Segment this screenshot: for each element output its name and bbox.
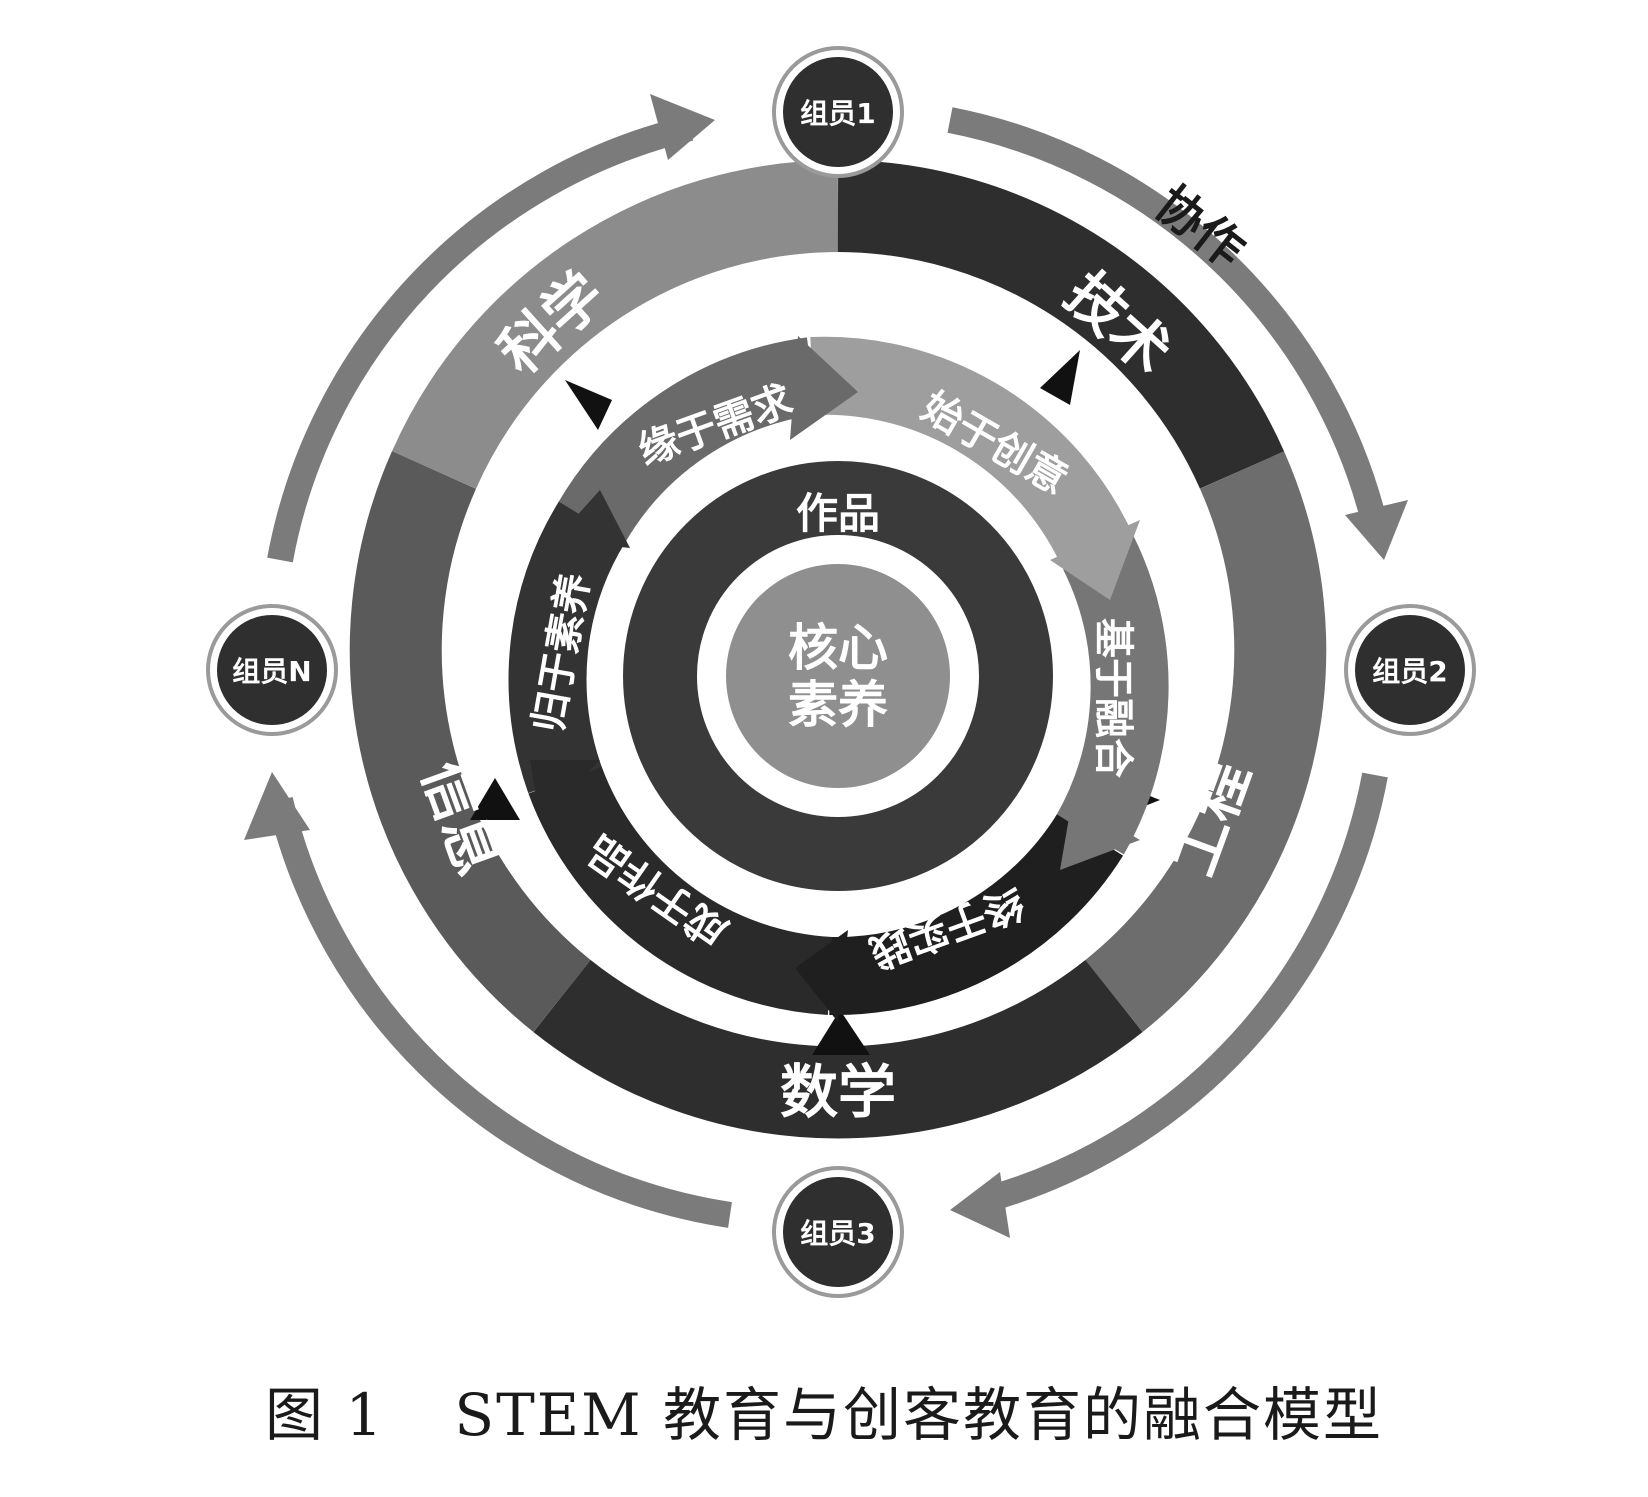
process-arrowheads	[530, 336, 1140, 1022]
outer-arrow-top-left	[267, 115, 694, 563]
outer-arrow-bottom-left	[267, 797, 732, 1228]
process-segment-need	[558, 337, 818, 543]
arrowhead-practice	[795, 930, 848, 1022]
stem-maker-fusion-diagram: 组员1 组员2 组员3 组员N 协作 科学 技术 工程 数学 信息 缘于需求 始…	[206, 46, 1476, 1298]
outer-arrow-head-bottom-left	[244, 772, 310, 840]
process-segment-literacy	[508, 501, 626, 794]
figure-title: STEM 教育与创客教育的融合模型	[454, 1381, 1383, 1449]
ring-segment-science	[391, 160, 839, 489]
ring-segment-engineering	[1085, 451, 1327, 1032]
arrowhead-idea	[1050, 520, 1140, 600]
pointer-math	[812, 1010, 870, 1055]
ring-segment-technology	[837, 160, 1285, 489]
discipline-ring	[349, 160, 1327, 1139]
label-math: 数学	[780, 1058, 896, 1126]
arrowhead-fusion	[1060, 800, 1140, 870]
member-label-2: 组员2	[1372, 655, 1447, 688]
core-line-1: 核心	[788, 619, 888, 677]
figure-number: 图 1	[265, 1381, 385, 1449]
process-segment-work	[528, 765, 833, 1015]
arrowhead-literacy	[555, 490, 630, 548]
member-label-3: 组员3	[800, 1217, 875, 1250]
process-segment-idea	[810, 336, 1134, 569]
core-line-2: 素养	[788, 676, 888, 734]
member-label-n: 组员N	[232, 655, 311, 688]
member-nodes: 组员1 组员2 组员3 组员N	[206, 46, 1476, 1298]
outer-arrow-bottom-right	[981, 772, 1388, 1213]
pointer-technology	[1040, 350, 1080, 405]
process-segment-practice	[829, 813, 1124, 1016]
outer-arrow-top-right	[947, 107, 1388, 529]
inner-dark-ring	[623, 461, 1053, 891]
arrowhead-need	[790, 336, 858, 440]
member-node-2: 组员2	[1344, 604, 1476, 736]
member-node-3: 组员3	[772, 1166, 904, 1298]
outer-arrow-head-top-left	[650, 94, 715, 160]
process-ring	[508, 336, 1169, 1016]
member-label-1: 组员1	[800, 97, 875, 130]
member-node-1: 组员1	[772, 46, 904, 178]
pointer-science	[565, 380, 612, 430]
outer-arrow-head-top-right	[1345, 500, 1408, 560]
outer-arrow-head-bottom-right	[950, 1172, 1010, 1238]
outer-arrows	[244, 94, 1408, 1238]
figure-caption: 图 1 STEM 教育与创客教育的融合模型	[0, 1368, 1648, 1452]
inner-label: 作品	[796, 489, 880, 538]
label-fusion: 基于融合	[1090, 618, 1136, 778]
member-node-n: 组员N	[206, 604, 338, 736]
arrowhead-work	[530, 760, 600, 820]
ring-segment-info	[349, 451, 591, 1032]
ring-segment-math	[533, 959, 1143, 1139]
core-circle	[726, 564, 950, 788]
pointer-info	[470, 778, 520, 820]
